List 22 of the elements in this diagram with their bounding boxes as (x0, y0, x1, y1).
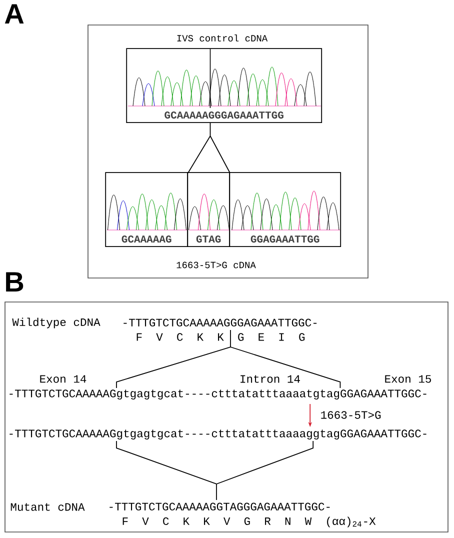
chromatogram-box: GTAG (187, 172, 230, 248)
edge-label: 1663-5T>G (319, 410, 382, 420)
connector-line (116, 440, 314, 500)
amino-acid-text: F V C K K G E I G (136, 333, 305, 341)
row-label: Mutant cDNA (10, 503, 85, 511)
chromatogram-box: GCAAAAAGGGAGAAATTGG (126, 48, 322, 124)
sequence-text: -TTTGTCTGCAAAAAGgtgagtgcat----ctttatatttaaaatgtagGGAGAAATTGGC- (10, 390, 426, 400)
panel-frame (4, 302, 448, 532)
sequence-text: -TTTGTCTGCAAAAAGGGAGAAATTGGC- (124, 318, 317, 326)
region-label: Exon 15 (385, 375, 431, 383)
sequence-text: -TTTGTCTGCAAAAAGgtgagtgcat----ctttatatttaaaaggtagGGAGAAATTGGC- (10, 430, 426, 440)
region-label: Intron 14 (240, 375, 300, 383)
row-label: Wildtype cDNA (12, 318, 100, 328)
chromatogram-box: GCAAAAAG (105, 172, 188, 248)
chromatogram-box: GGAGAAATTGG (229, 172, 342, 248)
panel-letter: B (6, 272, 24, 292)
connector-line (116, 330, 341, 388)
amino-acid-text: F V C K K V G R N W (αα)$_{24}$-X (122, 516, 376, 528)
connector-line (188, 122, 230, 174)
region-label: Exon 14 (40, 375, 86, 383)
sequence-text: -TTTGTCTGCAAAAAGGTAGGGAGAAATTGGC- (110, 502, 330, 510)
panel-letter: A (4, 4, 24, 24)
